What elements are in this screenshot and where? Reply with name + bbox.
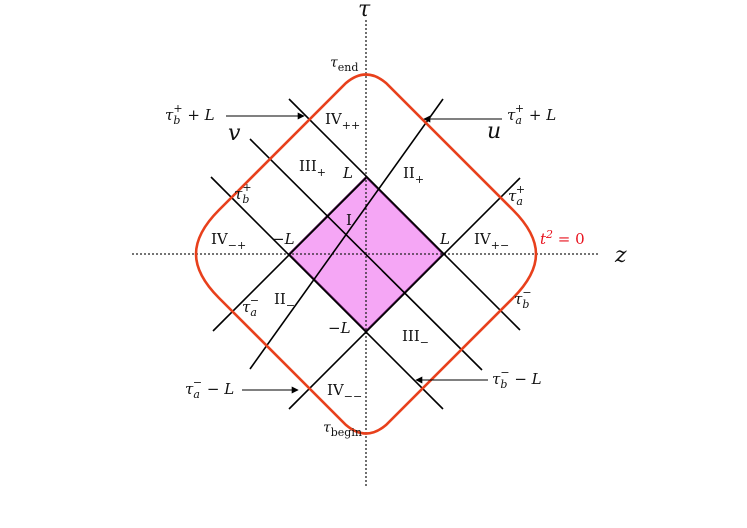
region-IV-pp: IV++ <box>325 110 360 132</box>
tau-b-minus-label: τb− <box>514 286 532 311</box>
tau-begin-label: τbegin <box>323 420 362 439</box>
v-line-lower <box>288 98 521 331</box>
L-label-left: −L <box>272 230 295 248</box>
region-III-minus: III− <box>402 327 429 349</box>
tau-b-minus-L-label: τb− − L <box>492 366 542 391</box>
v-line-outer <box>210 176 444 410</box>
tau-end-label: τend <box>330 55 358 74</box>
tau-a-minus-L-label: τa− − L <box>185 376 234 401</box>
L-label-bottom: −L <box>328 319 351 337</box>
region-IV-pm: IV+− <box>474 230 509 252</box>
region-II-plus: II+ <box>403 164 424 186</box>
tau-a-plus-L-label: τa+ + L <box>507 102 556 127</box>
z-axis-label: z <box>614 243 627 268</box>
tau-axis-label: τ <box>358 0 371 22</box>
region-IV-mm: IV−− <box>327 381 362 403</box>
region-IV-mp: IV−+ <box>211 230 246 252</box>
u-axis-label: u <box>487 119 501 144</box>
tau-b-plus-label: τb+ <box>234 181 252 206</box>
boundary-curve <box>194 73 538 435</box>
v-axis-label: v <box>228 121 241 146</box>
region-I: I <box>346 211 352 229</box>
tau-a-plus-label: τa+ <box>508 183 525 208</box>
region-III-plus: III+ <box>299 157 326 179</box>
t2-curve-label: t2 = 0 <box>540 228 585 248</box>
region-II-minus: II− <box>274 290 295 312</box>
L-label-top: L <box>342 164 353 182</box>
tau-a-minus-label: τa− <box>242 294 259 319</box>
v-line-upper <box>249 138 483 371</box>
L-label-right: L <box>439 230 450 248</box>
tau-b-plus-L-label: τb+ + L <box>165 102 215 127</box>
